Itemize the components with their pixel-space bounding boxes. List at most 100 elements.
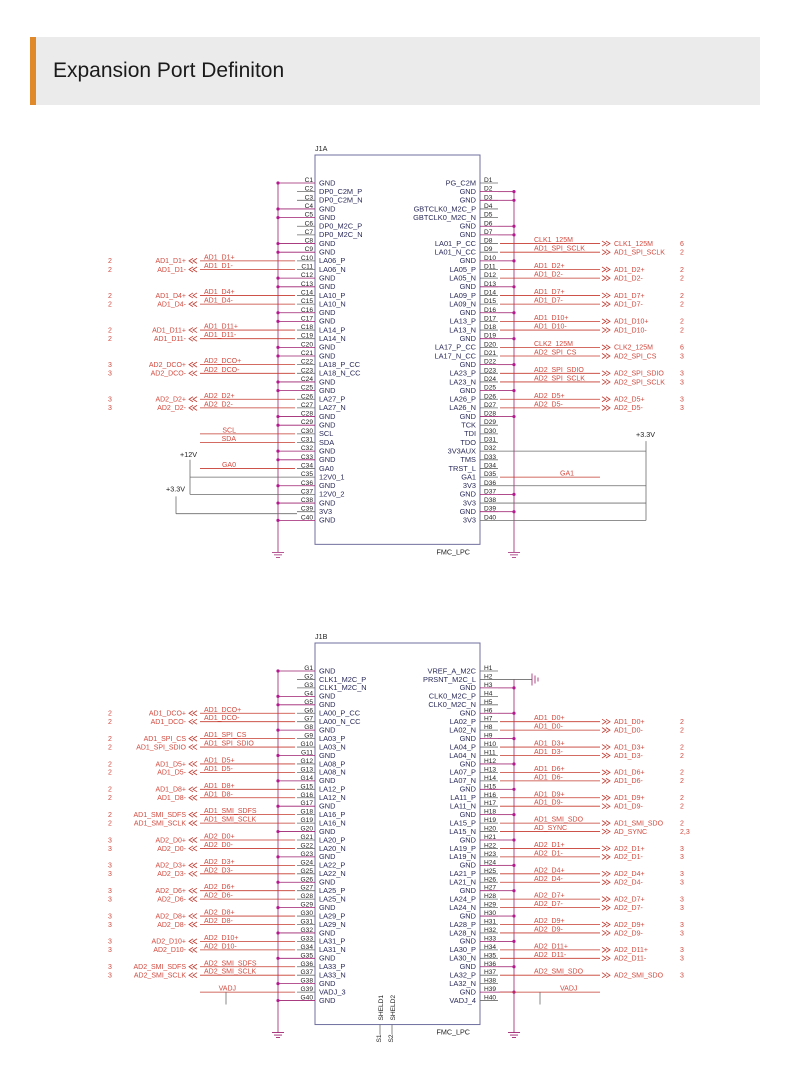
pin-number: H7 (484, 716, 493, 723)
port-label: AD1_SMI_SCLK (134, 820, 186, 827)
port-label: AD1_D11- (154, 336, 187, 343)
pin-number: G22 (301, 842, 314, 849)
pin-number: H19 (484, 817, 496, 824)
junction-dot (512, 224, 516, 228)
port-arrow (188, 744, 198, 750)
sheet-ref: 2 (680, 327, 684, 334)
pin-number: D34 (484, 462, 496, 469)
pin-number: G38 (301, 978, 314, 985)
pin-name: 3V3 (463, 516, 476, 525)
pin-name: LA03_N (319, 742, 346, 751)
port-arrow (188, 710, 198, 717)
pin-number: H10 (484, 741, 496, 748)
port-label: AD1_D10- (614, 327, 647, 334)
junction-dot (276, 250, 280, 254)
port-label: AD2_D8- (157, 922, 186, 929)
sheet-ref: 3 (108, 973, 112, 980)
pin-name: LA18_N_CC (319, 369, 361, 378)
pin-name: GND (460, 937, 476, 946)
junction-dot (512, 337, 516, 341)
pin-name: VREF_A_M2C (428, 666, 477, 675)
pin-number: C23 (301, 367, 313, 374)
junction-dot (276, 354, 280, 358)
port-arrow (601, 327, 611, 333)
sheet-ref: 2 (680, 319, 684, 326)
pin-name: DP0_C2M_N (319, 196, 363, 205)
pin-name: GND (460, 282, 476, 291)
pin-name: TRST_L (448, 464, 476, 473)
pin-name: LA30_P (450, 945, 476, 954)
pin-number: C30 (301, 428, 313, 435)
junction-dot (276, 829, 280, 834)
pin-number: C2 (305, 186, 314, 193)
sheet-ref: 3 (680, 956, 684, 963)
ground-symbol (508, 1032, 520, 1038)
pin-name: LA08_N (319, 768, 346, 777)
port-label: AD2_D11- (614, 956, 647, 963)
pin-name: GND (460, 308, 476, 317)
pin-name: LA32_N (449, 979, 476, 988)
port-arrow (601, 930, 611, 936)
sheet-ref: 3 (108, 837, 112, 844)
junction-dot (512, 686, 516, 690)
sheet-ref: 3 (108, 405, 112, 412)
net-label: AD1_D7+ (534, 289, 565, 296)
pin-name: GND (319, 455, 335, 464)
pin-number: C24 (301, 376, 313, 383)
pin-number: G7 (304, 716, 313, 723)
net-label: AD2_D3+ (204, 859, 235, 866)
pin-number: H13 (484, 766, 496, 773)
port-label: AD1_D5+ (155, 761, 186, 768)
pin-number: G37 (301, 969, 314, 976)
junction-dot (276, 319, 280, 323)
sheet-ref: 3 (680, 854, 684, 861)
pin-number: G19 (301, 817, 314, 824)
sheet-ref: 3 (108, 871, 112, 878)
pin-name: LA02_P (450, 717, 476, 726)
pin-number: D23 (484, 367, 496, 374)
pin-number: H21 (484, 834, 496, 841)
pin-number: D29 (484, 419, 496, 426)
sheet-ref: 3 (680, 922, 684, 929)
pin-name: LA27_N (319, 403, 346, 412)
sheet-ref: 2 (108, 787, 112, 794)
pin-name: GND (319, 852, 335, 861)
port-label: AD1_D6+ (614, 770, 645, 777)
pin-number: C9 (305, 246, 314, 253)
port-label: AD1_D7+ (614, 293, 645, 300)
sheet-ref: 3 (680, 405, 684, 412)
pin-number: H12 (484, 758, 496, 765)
port-arrow (601, 240, 611, 247)
net-label: AD1_DCO- (204, 715, 240, 722)
pin-name: GND (460, 734, 476, 743)
pin-name: LA06_N (319, 265, 346, 274)
port-label: AD2_SMI_SDO (614, 973, 664, 980)
net-label: AD2_D1- (534, 850, 563, 857)
sheet-ref: 2 (680, 301, 684, 308)
pin-number: G12 (301, 758, 314, 765)
port-label: AD2_D3+ (155, 863, 186, 870)
port-label: AD1_D5- (157, 770, 186, 777)
port-label: AD2_DCO- (151, 371, 187, 378)
pin-name: LA07_N (449, 776, 476, 785)
power-label: +12V (180, 450, 197, 459)
port-arrow (601, 405, 611, 411)
sheet-ref: 2 (680, 804, 684, 811)
junction-dot (276, 906, 280, 910)
pin-number: H33 (484, 935, 496, 942)
pin-name: LA14_P (319, 325, 345, 334)
pin-number: D35 (484, 471, 496, 478)
port-label: CLK1_125M (614, 241, 653, 248)
pin-name: LA30_N (449, 954, 476, 963)
junction-dot (512, 889, 516, 893)
pin-number: C16 (301, 307, 313, 314)
port-label: AD2_D1- (614, 854, 643, 861)
net-label: AD1_D10- (534, 324, 567, 331)
pin-name: GND (319, 204, 335, 213)
pin-name: 12V0_1 (319, 472, 344, 481)
net-label: AD1_D6- (534, 774, 563, 781)
net-label: AD1_D2+ (534, 263, 565, 270)
pin-number: G1 (304, 665, 313, 672)
shield-pin-name: SHELD2 (390, 995, 397, 1021)
pin-number: G33 (301, 935, 314, 942)
